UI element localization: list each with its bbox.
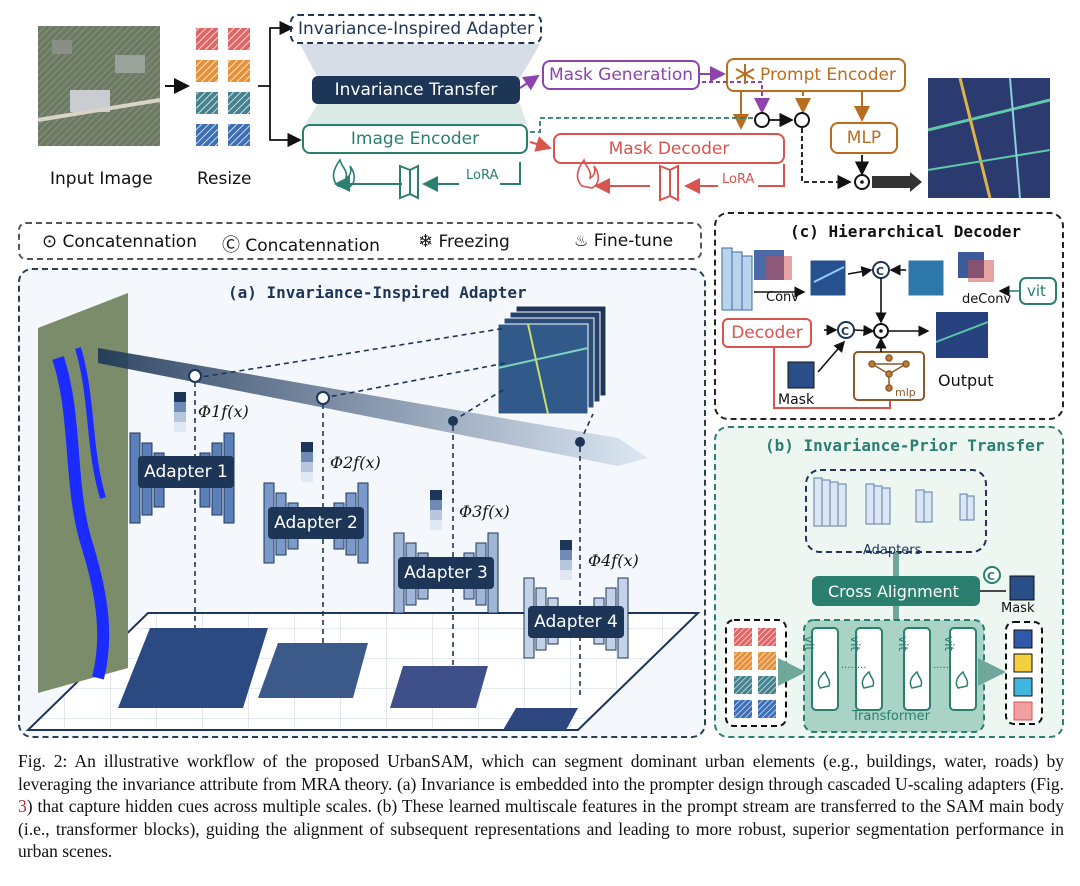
prompt-encoder-box: Prompt Encoder (726, 58, 906, 92)
adapter-3: Adapter 3 (398, 557, 494, 589)
mask-decoder-label: Mask Decoder (608, 138, 730, 159)
vit-label-c: vit (1027, 282, 1046, 300)
svg-text:C: C (987, 570, 995, 583)
legend-c-concat: Ⓒ Concatennation (222, 235, 380, 256)
output-segmentation-image (927, 77, 1051, 199)
phi-4: Φ4f(x) (588, 551, 639, 570)
vit-label-b2: vit (848, 636, 862, 652)
mask-label-b: Mask (1001, 601, 1035, 616)
legend-dot-concat: ⊙ Concatennation (42, 231, 197, 252)
deconv-label: deConv (962, 292, 1012, 307)
adapter-1: Adapter 1 (138, 456, 234, 488)
feature-map-stack (497, 305, 607, 415)
panel-b-title: (b) Invariance-Prior Transfer (765, 436, 1045, 455)
image-encoder-label: Image Encoder (350, 129, 480, 149)
panel-a-title: (a) Invariance-Inspired Adapter (228, 283, 527, 302)
lora-label-encoder: LoRA (466, 168, 499, 183)
mlp-label-c: mlp (895, 386, 916, 399)
conv-label: Conv (766, 290, 799, 305)
vit-label-b1: vit (802, 636, 816, 652)
decoder-box: Decoder (722, 318, 812, 348)
caption-part-1: Fig. 2: An illustrative workflow of the … (18, 751, 1064, 794)
mlp-label: MLP (846, 128, 882, 148)
input-image-label: Input Image (50, 169, 153, 189)
svg-text:C: C (876, 265, 884, 278)
svg-text:······: ······ (933, 663, 952, 674)
vit-label-b4: vit (942, 636, 956, 652)
invariance-adapter-label: Invariance-Inspired Adapter (298, 19, 534, 39)
invariance-transfer-box: Invariance Transfer (312, 76, 520, 104)
prompt-encoder-label: Prompt Encoder (760, 65, 896, 85)
resize-label: Resize (197, 169, 252, 189)
mlp-box: MLP (830, 122, 898, 154)
adapter-4: Adapter 4 (528, 606, 624, 638)
panel-b-graphics: C ········ ······ (725, 469, 1043, 733)
legend-finetune: ♨ Fine-tune (574, 231, 674, 251)
vit-label-b3: vit (896, 636, 910, 652)
adapter-2: Adapter 2 (268, 507, 364, 539)
mask-label-c: Mask (778, 392, 815, 408)
top-pipeline-graphics (37, 20, 1051, 202)
caption-part-2: ) that capture hidden cues across multip… (18, 796, 1064, 861)
mask-decoder-box: Mask Decoder (553, 133, 785, 164)
mask-generation-box: Mask Generation (542, 60, 700, 90)
invariance-transfer-label: Invariance Transfer (334, 80, 498, 100)
svg-text:C: C (841, 325, 849, 338)
phi-1: Φ1f(x) (198, 402, 249, 421)
figure-reference-link[interactable]: 3 (18, 796, 27, 816)
output-label: Output (938, 371, 994, 390)
transformer-label: Transformer (852, 709, 931, 724)
cross-alignment-label: Cross Alignment (828, 582, 959, 601)
panel-c (714, 212, 1064, 420)
phi-3: Φ3f(x) (459, 502, 510, 521)
legend-freezing: ❄ Freezing (418, 231, 510, 252)
phi-2: Φ2f(x) (330, 453, 381, 472)
svg-text:········: ········ (841, 663, 866, 674)
lora-label-decoder: LoRA (722, 172, 755, 187)
adapters-label-b: Adapters (863, 543, 922, 558)
input-satellite-image (37, 26, 161, 146)
invariance-adapter-box: Invariance-Inspired Adapter (290, 14, 542, 44)
resize-cubes (196, 28, 250, 146)
mask-generation-label: Mask Generation (548, 65, 694, 85)
figure-caption: Fig. 2: An illustrative workflow of the … (18, 750, 1064, 863)
panel-c-graphics: C C (721, 247, 1057, 409)
legend-box: ⊙ Concatennation Ⓒ Concatennation ❄ Free… (18, 222, 702, 260)
panel-c-title: (c) Hierarchical Decoder (790, 222, 1022, 241)
image-encoder-box: Image Encoder (302, 124, 528, 154)
panel-a-graphics (25, 293, 701, 731)
